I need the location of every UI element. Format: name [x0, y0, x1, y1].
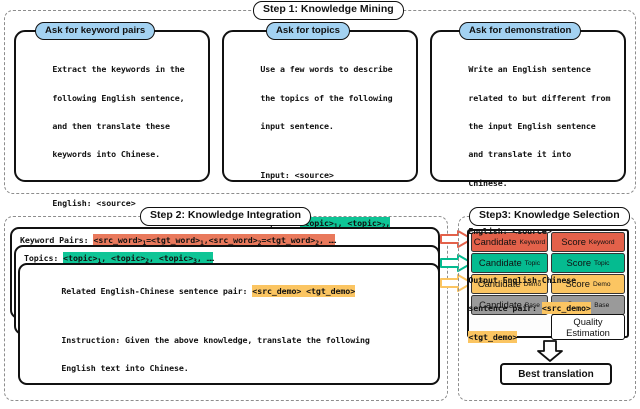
step2-related-demo-highlight: <src_demo> <tgt_demo>	[252, 285, 356, 298]
step2-keyword-label: Keyword Pairs:	[20, 235, 94, 245]
candidate-topic-label: Candidate	[478, 257, 522, 269]
s2-kw-ellipsis: ……	[328, 237, 337, 245]
score-base-sub: Base	[594, 302, 610, 310]
prompt-card-keyword-pairs: Extract the keywords in the following En…	[14, 30, 210, 316]
s2-src-1: <src_word>	[93, 235, 143, 245]
step2-title: Step 2: Knowledge Integration	[140, 207, 312, 226]
s2-topic-1-sub: 1	[97, 257, 102, 265]
s2-tgt-2: =<tgt_word>	[261, 235, 316, 245]
s2-tgt-2-sub: 2	[315, 239, 319, 247]
tp-topic-1-sub: 1	[334, 222, 338, 230]
candidate-keyword-label: Candidate	[473, 236, 517, 248]
s2-tgt-1: =<tgt_word>	[146, 235, 200, 245]
kw-line-1: Extract the keywords in the	[52, 64, 185, 75]
kw-line-english: English: <source>	[52, 198, 136, 209]
quality-estimation-box[interactable]: Quality Estimation	[551, 314, 625, 340]
kw-line-3: and then translate these	[52, 121, 170, 132]
score-topic-label: Score	[566, 257, 592, 269]
score-keyword-label: Score	[561, 236, 586, 248]
prompt-card-demonstration-body: Write an English sentence related to but…	[439, 48, 618, 358]
quality-estimation-line-2: Estimation	[566, 327, 610, 338]
tp-line-3: input sentence.	[260, 121, 334, 132]
score-keyword-sub: Keyword	[588, 239, 615, 247]
tp-line-2: the topics of the following	[260, 92, 393, 103]
prompt-card-title-demonstration[interactable]: Ask for demonstration	[459, 22, 582, 41]
prompt-card-demonstration: Write an English sentence related to but…	[430, 30, 626, 343]
candidate-keyword-sub: Keyword	[519, 239, 546, 247]
dm-line-2: related to but different from	[468, 92, 611, 103]
best-translation-label: Best translation	[518, 368, 594, 380]
dm-line-output: Output English-Chinese	[468, 275, 577, 286]
quality-estimation-line-1: Quality	[573, 315, 603, 327]
tp-line-1: Use a few words to describe	[260, 64, 393, 75]
candidate-base-label: Candidate	[479, 299, 522, 311]
step2-keyword-highlight: <src_word>1=<tgt_word>1,<src_word>2=<tgt…	[93, 234, 337, 247]
candidate-demo-sub: Demo	[523, 281, 542, 289]
dm-highlight-tgt: <tgt_demo>	[468, 330, 518, 343]
score-demo-sub: Demo	[592, 281, 611, 289]
step1-title: Step 1: Knowledge Mining	[253, 1, 404, 20]
tp-topic-1: <topic>	[299, 218, 334, 229]
dm-line-1: Write an English sentence	[468, 64, 591, 75]
dm-line-3: the input English sentence	[468, 121, 596, 132]
step2-keyword-line: Keyword Pairs: <src_word>1=<tgt_word>1,<…	[20, 233, 337, 248]
s2-src-2: ,<src_word>	[203, 235, 258, 245]
dm-highlight-src: <src_demo>	[541, 302, 591, 315]
prompt-card-title-topics[interactable]: Ask for topics	[266, 22, 350, 41]
tp-highlight-line-1: <topic>1, <topic>2,	[299, 217, 391, 230]
dm-line-5: Chinese.	[468, 177, 508, 188]
step3-title: Step3: Knowledge Selection	[469, 207, 630, 226]
best-translation-box[interactable]: Best translation	[500, 363, 612, 385]
prompt-card-topics: Use a few words to describe the topics o…	[222, 30, 418, 260]
s2-topic-3-sub: 3	[193, 257, 197, 265]
s2-src-2-sub: 2	[257, 239, 262, 247]
prompt-card-title-keyword-pairs[interactable]: Ask for keyword pairs	[35, 22, 156, 41]
dm-line-english: English: <source>	[468, 226, 552, 237]
s2-topic-2: <topic>	[111, 253, 146, 263]
tp-topic-2-sub: 2	[382, 222, 386, 230]
s2-tp-ellipsis: ……	[206, 255, 215, 263]
candidate-demo-label: Candidate	[477, 278, 521, 290]
score-topic-sub: Topic	[594, 260, 610, 268]
step2-topics-label: Topics:	[24, 253, 64, 263]
tp-topic-2: <topic>	[347, 218, 382, 229]
dm-line-pair-label: sentence pair:	[468, 303, 542, 314]
s2-tgt-1-sub: 1	[200, 239, 204, 247]
step2-topics-highlight: <topic>1, <topic>2, <topic>3, ……	[63, 252, 215, 265]
kw-line-2: following English sentence,	[52, 92, 185, 103]
step2-instruction-line-1: Instruction: Given the above knowledge, …	[61, 334, 370, 345]
tp-line-input: Input: <source>	[260, 169, 334, 180]
step2-topics-line: Topics: <topic>1, <topic>2, <topic>3, ……	[24, 251, 215, 266]
s2-src-1-sub: 1	[142, 239, 147, 247]
s2-topic-3: <topic>	[158, 253, 194, 263]
dm-line-4: and translate it into	[468, 149, 572, 160]
step2-main-prompt-body: Related English-Chinese sentence pair: <…	[32, 270, 430, 409]
arrow-down-to-best-translation	[537, 340, 563, 362]
kw-line-4: keywords into Chinese.	[52, 149, 161, 160]
step2-related-label: Related English-Chinese sentence pair:	[61, 286, 253, 297]
score-demo-label: Score	[565, 278, 590, 290]
s2-topic-1: <topic>	[63, 253, 98, 263]
s2-topic-2-sub: 2	[145, 257, 150, 265]
candidate-topic-sub: Topic	[524, 260, 541, 268]
candidate-base-sub: Base	[524, 302, 540, 310]
step2-instruction-line-2: English text into Chinese.	[61, 363, 189, 374]
step2-sheet-main-prompt: Related English-Chinese sentence pair: <…	[18, 263, 440, 385]
